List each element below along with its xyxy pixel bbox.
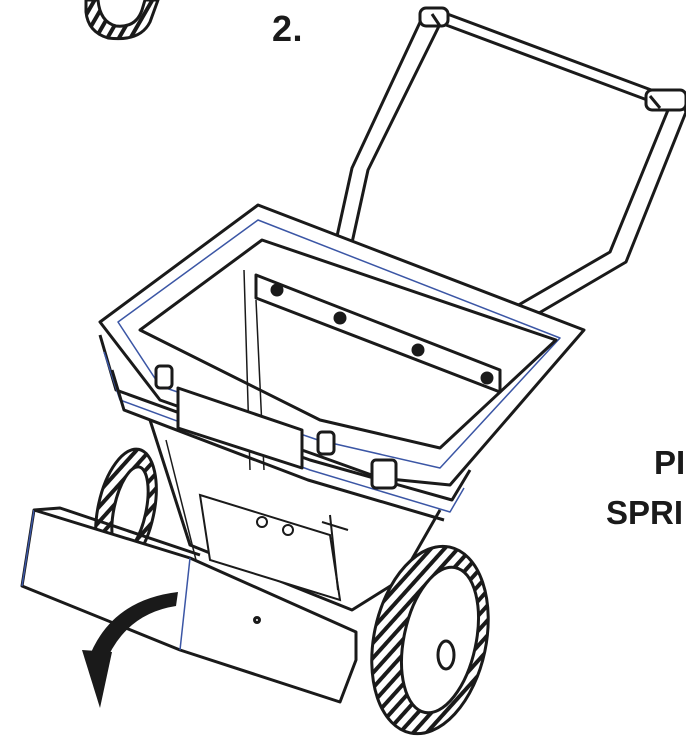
gate-mechanism [198,493,349,602]
hopper [98,203,586,612]
instruction-text-line-1: PI [654,444,686,481]
step-number: 2. [272,8,304,49]
wheel-right [370,544,490,736]
rotate-arrow-icon [82,592,178,708]
partial-wheel-top [84,0,160,41]
deflector-tray [20,506,358,704]
instruction-text-line-2: SPRI [606,494,684,531]
